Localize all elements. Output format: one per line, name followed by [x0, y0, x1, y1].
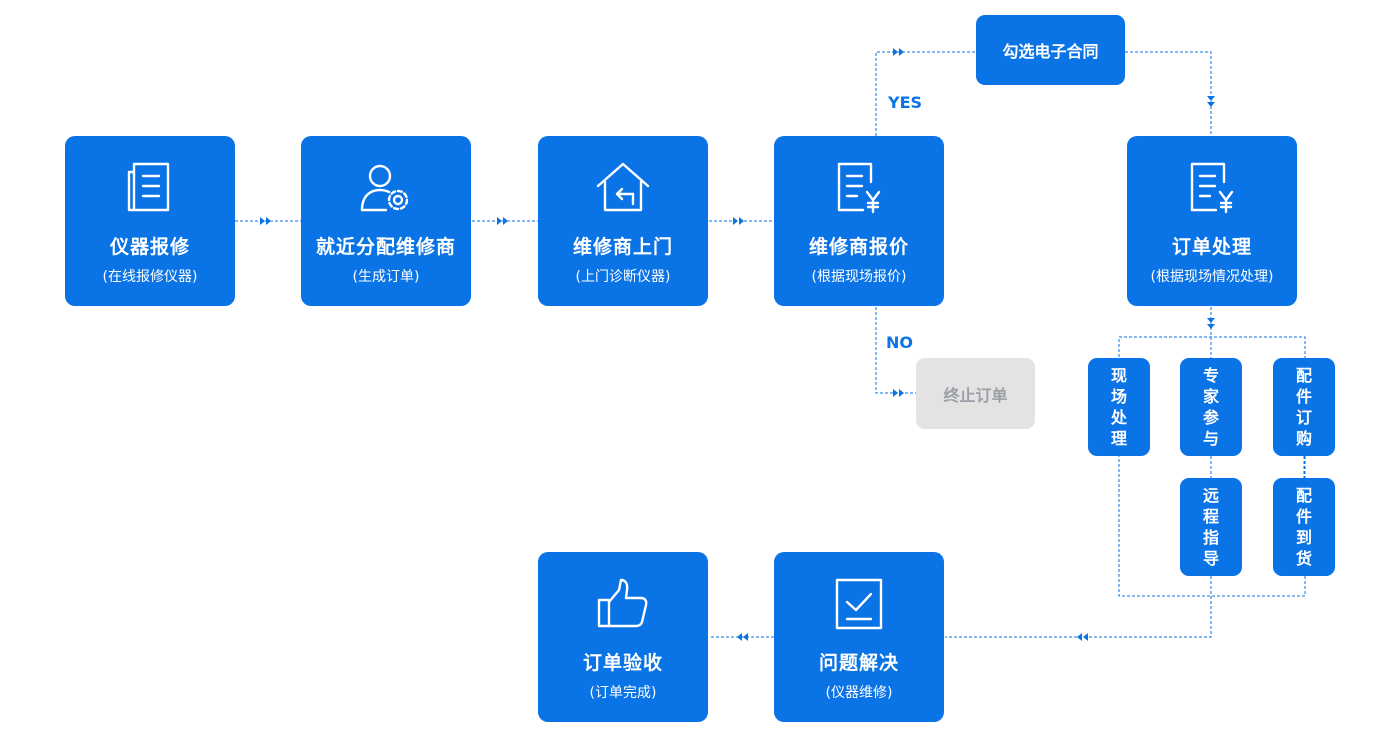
step-title: 问题解决	[818, 652, 899, 674]
contract-step: 勾选电子合同	[976, 15, 1125, 85]
substep-label: 配件订购	[1295, 366, 1312, 448]
step-solve-box: 问题解决 (仪器维修)	[774, 552, 944, 722]
step-title: 维修商上门	[572, 236, 673, 258]
terminate-step: 终止订单	[916, 358, 1035, 429]
substep-remote: 远程指导	[1180, 478, 1242, 576]
step-title: 维修商报价	[808, 236, 909, 258]
step-title: 就近分配维修商	[315, 236, 456, 258]
step-subtitle: (根据现场报价)	[811, 269, 907, 285]
checkbox-icon	[835, 578, 883, 630]
yes-label: YES	[888, 93, 923, 112]
step-subtitle: (仪器维修)	[825, 685, 893, 701]
no-label: NO	[886, 333, 913, 352]
substep-label: 远程指导	[1202, 486, 1219, 568]
substep-expert: 专家参与	[1180, 358, 1242, 456]
substep-label: 现场处理	[1110, 366, 1127, 448]
thumbs-up-icon	[597, 578, 648, 628]
step-visit-box: 维修商上门 (上门诊断仪器)	[538, 136, 708, 306]
substep-label: 专家参与	[1202, 366, 1219, 448]
substep-parts-order: 配件订购	[1273, 358, 1335, 456]
step-accept-box: 订单验收 (订单完成)	[538, 552, 708, 722]
step-title: 订单处理	[1171, 236, 1252, 258]
step-title: 仪器报修	[109, 236, 190, 258]
step-subtitle: (在线报修仪器)	[102, 269, 198, 285]
substep-onsite: 现场处理	[1088, 358, 1150, 456]
user-gear-icon	[360, 164, 409, 212]
step-subtitle: (生成订单)	[352, 269, 420, 285]
step-report-box: 仪器报修 (在线报修仪器)	[65, 136, 235, 306]
invoice-yen-icon	[837, 162, 881, 214]
document-list-icon	[127, 162, 170, 212]
step-subtitle: (根据现场情况处理)	[1150, 269, 1274, 285]
step-assign-box: 就近分配维修商 (生成订单)	[301, 136, 471, 306]
step-process-box: 订单处理 (根据现场情况处理)	[1127, 136, 1297, 306]
invoice-yen-icon	[1190, 162, 1234, 214]
step-title: 订单验收	[582, 652, 663, 674]
step-quote-box: 维修商报价 (根据现场报价)	[774, 136, 944, 306]
substep-parts-arrive: 配件到货	[1273, 478, 1335, 576]
step-subtitle: (上门诊断仪器)	[575, 269, 671, 285]
substep-label: 配件到货	[1295, 486, 1312, 568]
house-enter-icon	[596, 162, 650, 212]
step-subtitle: (订单完成)	[589, 685, 657, 701]
